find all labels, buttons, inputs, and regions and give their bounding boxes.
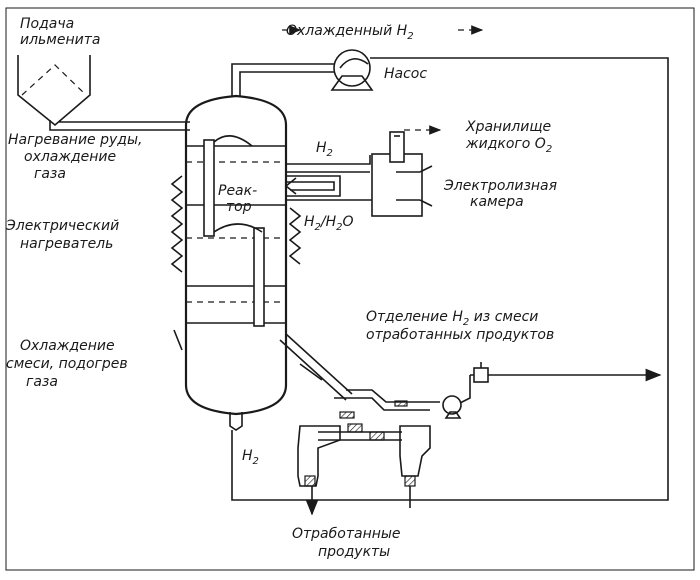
label-waste-2: продукты <box>318 544 390 560</box>
label-separation-1: Отделение H2 из смеси <box>366 309 538 328</box>
label-cooled-h2: Охлажденный H2 <box>286 23 414 42</box>
label-reactor-2: тор <box>226 199 252 215</box>
label-h2-bottom: H2 <box>242 448 259 467</box>
label-heater-1: Электрический <box>5 218 119 234</box>
reactor-column <box>184 94 288 431</box>
label-h2-h2o: H2/H2O <box>304 214 354 233</box>
figure-frame <box>5 7 695 571</box>
label-reactor-1: Реак- <box>218 183 257 199</box>
label-heating-1: Нагревание руды, <box>8 132 142 148</box>
label-heater-2: нагреватель <box>20 236 113 252</box>
label-waste-1: Отработанные <box>292 526 401 542</box>
electrolysis-unit <box>284 125 442 217</box>
label-electrolysis-2: камера <box>470 194 524 210</box>
label-storage-2: жидкого O2 <box>465 136 552 155</box>
labels: Подача ильменита Охлажденный H2 Насос На… <box>5 16 557 560</box>
label-h2-top: H2 <box>316 140 333 159</box>
label-feed-1: Подача <box>20 16 74 32</box>
label-cooling-3: газа <box>26 374 58 390</box>
label-electrolysis-1: Электролизная <box>443 178 557 194</box>
label-cooling-2: смеси, подогрев <box>6 356 128 372</box>
pump-line <box>231 25 669 501</box>
label-storage-1: Хранилище <box>465 119 551 135</box>
ilmenite-hopper <box>17 55 190 131</box>
label-separation-2: отработанных продуктов <box>366 327 554 343</box>
label-cooling-1: Охлаждение <box>20 338 115 354</box>
label-feed-2: ильменита <box>20 32 100 48</box>
label-pump: Насос <box>384 66 427 82</box>
electric-heater-coils <box>170 175 302 351</box>
label-heating-3: газа <box>34 166 66 182</box>
separation-unit <box>279 333 662 516</box>
label-heating-2: охлаждение <box>24 149 116 165</box>
